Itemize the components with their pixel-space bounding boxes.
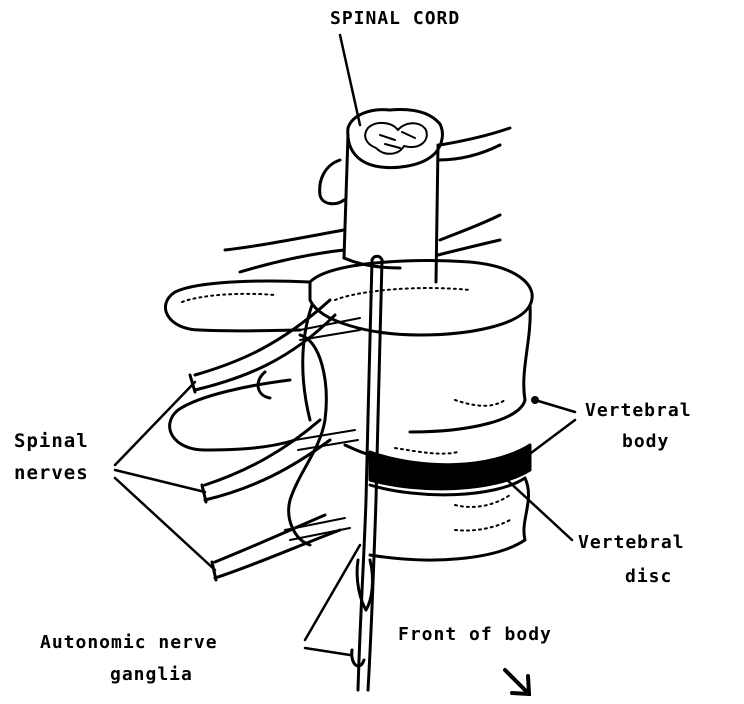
label-spinal-nerves-line2: nerves [14,462,89,484]
label-vertebral-disc-line2: disc [625,566,672,587]
label-front-of-body: Front of body [398,624,552,645]
label-autonomic-line2: ganglia [110,664,193,685]
label-spinal-cord: SPINAL CORD [330,8,460,29]
vertebral-disc [345,445,530,489]
label-autonomic-line1: Autonomic nerve [40,632,218,653]
arrow-down-right-icon [505,670,529,694]
label-spinal-nerves-line1: Spinal [14,430,89,452]
label-vertebral-disc-line1: Vertebral [578,532,685,553]
label-vertebral-body-line2: body [622,431,669,452]
spinal-nerves [190,300,360,580]
spinal-cord [344,110,442,282]
label-vertebral-body-line1: Vertebral [585,400,692,421]
